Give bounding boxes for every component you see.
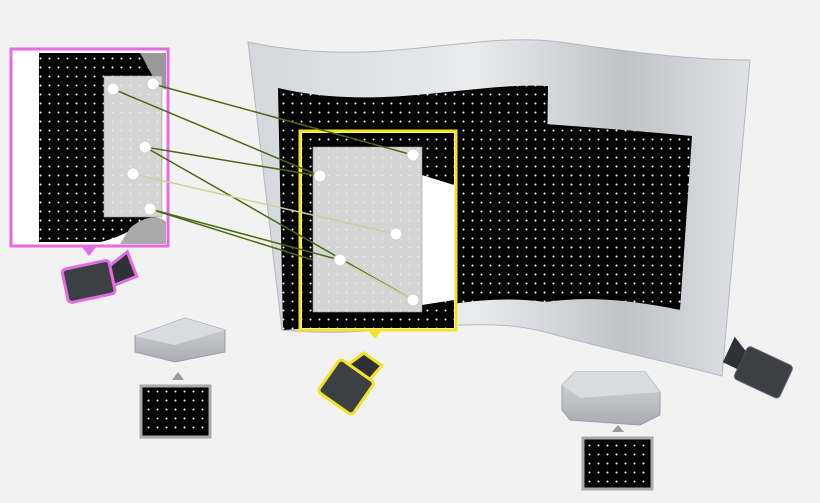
camera-icon <box>722 336 793 399</box>
camera-icon <box>60 249 139 304</box>
projected-pattern-right <box>545 124 692 310</box>
projector-icon <box>561 371 661 491</box>
camera-icon <box>317 351 385 416</box>
camera-view-callout-center <box>298 129 458 339</box>
correspondence-lines <box>112 83 414 301</box>
projector-icon <box>134 317 226 439</box>
feature-points <box>106 77 420 307</box>
